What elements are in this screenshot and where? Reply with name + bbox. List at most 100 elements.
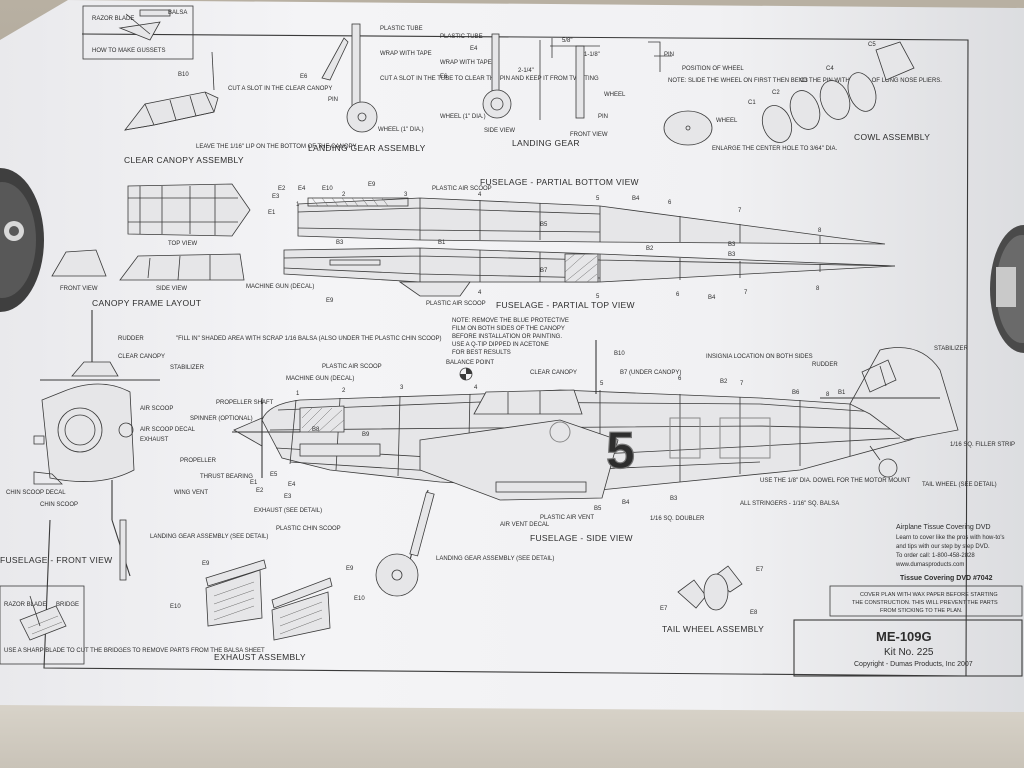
fv-label-wing-vent: WING VENT xyxy=(174,490,208,496)
bottom-station-4: 4 xyxy=(478,192,482,198)
dvd-phone: To order call: 1-800-458-2828 xyxy=(896,553,975,559)
cover-line-3: FROM STICKING TO THE PLAN. xyxy=(880,608,963,614)
dvd-line-3: and tips with our step by step DVD. xyxy=(896,544,990,550)
lg-dim-1-1-8: 1-1/8" xyxy=(584,52,600,58)
exhaust-assembly: E9 E10 E9 E10 EXHAUST ASSEMBLY xyxy=(170,559,365,662)
sv-label-e5: E5 xyxy=(270,472,278,478)
bottom-label-e2: E2 xyxy=(278,186,286,192)
sv-label-gun: MACHINE GUN (DECAL) xyxy=(286,376,354,382)
sv-label-stabilizer: STABILIZER xyxy=(934,346,969,352)
frame-side-view: SIDE VIEW xyxy=(156,286,187,292)
exhaust-label-e10a: E10 xyxy=(170,604,181,610)
canopy-note-lip: LEAVE THE 1/16" LIP ON THE BOTTOM OF THE… xyxy=(196,144,357,150)
sv-station-3: 3 xyxy=(400,385,404,391)
tw-label-e7a: E7 xyxy=(756,567,764,573)
canopy-note-slot: CUT A SLOT IN THE CLEAR CANOPY xyxy=(228,86,332,92)
note-line-4: USE A Q-TIP DIPPED IN ACETONE xyxy=(452,342,549,348)
bridge-label-blade: RAZOR BLADE xyxy=(4,602,46,608)
bottom-label-scoop: PLASTIC AIR SCOOP xyxy=(432,186,492,192)
lga-label-tape: WRAP WITH TAPE xyxy=(380,51,432,57)
top-label-gun: MACHINE GUN (DECAL) xyxy=(246,284,314,290)
exhaust-caption: EXHAUST ASSEMBLY xyxy=(214,652,306,662)
paint-tin-left xyxy=(0,168,44,312)
sv-station-1: 1 xyxy=(296,391,300,397)
gusset-label-blade: RAZOR BLADE xyxy=(92,16,134,22)
title-block: ME-109G Kit No. 225 Copyright - Dumas Pr… xyxy=(793,619,1023,677)
lga-label-wheel: WHEEL (1" DIA.) xyxy=(378,127,424,133)
bottom-label-b5: B5 xyxy=(540,222,548,228)
sv-station-8: 8 xyxy=(826,392,830,398)
top-label-scoop: PLASTIC AIR SCOOP xyxy=(426,301,486,307)
fuselage-side-view: 5 "FILL IN" SHADED AREA WITH SCRAP 1/16 … xyxy=(176,336,1015,597)
top-label-b2: B2 xyxy=(646,246,654,252)
note-line-2: FILM ON BOTH SIDES OF THE CANOPY xyxy=(452,326,565,332)
sv-caption: FUSELAGE - SIDE VIEW xyxy=(530,533,633,543)
fv-label-stabilizer: STABILIZER xyxy=(170,365,205,371)
fuselage-bottom-view: FUSELAGE - PARTIAL BOTTOM VIEW E2 E3 E1 … xyxy=(268,177,886,248)
balance-point: BALANCE POINT xyxy=(446,360,494,381)
sv-label-spinner: SPINNER (OPTIONAL) xyxy=(190,416,253,422)
fv-label-chin-decal: CHIN SCOOP DECAL xyxy=(6,490,66,496)
top-station-7: 7 xyxy=(744,290,748,296)
top-label-b7: B7 xyxy=(540,268,548,274)
sv-label-b9: B9 xyxy=(362,432,370,438)
insignia-number: 5 xyxy=(606,422,635,480)
sv-label-doubler: 1/16 SQ. DOUBLER xyxy=(650,516,705,522)
sv-label-e3: E3 xyxy=(284,494,292,500)
landing-gear-detail: PLASTIC TUBE E4 WRAP WITH TAPE E6 WHEEL … xyxy=(440,33,942,152)
fv-label-scoop: AIR SCOOP xyxy=(140,406,173,412)
sv-label-e1: E1 xyxy=(250,480,258,486)
bottom-station-3: 3 xyxy=(404,192,408,198)
lg-front-view: FRONT VIEW xyxy=(570,132,608,138)
lg-note-hole: ENLARGE THE CENTER HOLE TO 3/64" DIA. xyxy=(712,146,838,152)
fv-label-scoop-decal: AIR SCOOP DECAL xyxy=(140,427,196,433)
sv-station-4: 4 xyxy=(474,385,478,391)
fv-label-rudder: RUDDER xyxy=(118,336,144,342)
landing-gear-assembly-detail: E6 PLASTIC TUBE WRAP WITH TAPE CUT A SLO… xyxy=(300,23,599,153)
lg-label-wheel-front: WHEEL xyxy=(604,92,626,98)
lg-label-e6: E6 xyxy=(440,74,448,80)
sv-label-b10: B10 xyxy=(614,351,625,357)
cowl-label-c1: C1 xyxy=(748,100,756,106)
sv-label-vent: PLASTIC AIR VENT xyxy=(540,515,594,521)
top-label-b3: B3 xyxy=(728,252,736,258)
sv-label-thrust: THRUST BEARING xyxy=(200,474,253,480)
cover-note: COVER PLAN WITH WAX PAPER BEFORE STARTIN… xyxy=(829,585,1023,617)
tw-caption: TAIL WHEEL ASSEMBLY xyxy=(662,624,764,634)
gusset-detail: RAZOR BLADE BALSA HOW TO MAKE GUSSETS xyxy=(82,5,194,60)
top-station-5: 5 xyxy=(596,294,600,300)
canopy-frame-layout: TOP VIEW FRONT VIEW SIDE VIEW CANOPY FRA… xyxy=(51,183,251,308)
sv-label-b2: B2 xyxy=(720,379,728,385)
frame-top-view: TOP VIEW xyxy=(168,241,197,247)
exhaust-label-e9b: E9 xyxy=(346,566,354,572)
bottom-station-7: 7 xyxy=(738,208,742,214)
sv-label-exhaust: EXHAUST (SEE DETAIL) xyxy=(254,508,322,514)
bottom-label-e10: E10 xyxy=(322,186,333,192)
exhaust-label-e9a: E9 xyxy=(202,561,210,567)
bottom-label-b3b: B3 xyxy=(728,242,736,248)
canopy-caption: CLEAR CANOPY ASSEMBLY xyxy=(124,155,244,165)
sv-label-rudder: RUDDER xyxy=(812,362,838,368)
bottom-station-5: 5 xyxy=(596,196,600,202)
top-label-b4: B4 xyxy=(708,295,716,301)
title-model: ME-109G xyxy=(876,629,932,644)
bottom-label-e4: E4 xyxy=(298,186,306,192)
fv-label-exhaust: EXHAUST xyxy=(140,437,169,443)
sv-label-propeller: PROPELLER xyxy=(180,458,217,464)
lg-label-wheel-note: WHEEL xyxy=(716,118,738,124)
cowl-caption: COWL ASSEMBLY xyxy=(854,132,930,142)
lg-label-pin-front: PIN xyxy=(598,114,608,120)
top-station-8: 8 xyxy=(816,286,820,292)
sv-station-5: 5 xyxy=(600,381,604,387)
sv-label-e4: E4 xyxy=(288,482,296,488)
gusset-label-balsa: BALSA xyxy=(168,10,187,16)
lg-side-view: SIDE VIEW xyxy=(484,128,515,134)
sv-label-vent-decal: AIR VENT DECAL xyxy=(500,522,550,528)
bottom-label-b3: B3 xyxy=(336,240,344,246)
clear-canopy-assembly: B10 CUT A SLOT IN THE CLEAR CANOPY LEAVE… xyxy=(124,51,357,165)
tw-label-e7b: E7 xyxy=(660,606,668,612)
frame-front-view: FRONT VIEW xyxy=(60,286,98,292)
sv-label-insignia: INSIGNIA LOCATION ON BOTH SIDES xyxy=(706,354,813,360)
frame-caption: CANOPY FRAME LAYOUT xyxy=(92,298,201,308)
sv-label-b3: B3 xyxy=(670,496,678,502)
